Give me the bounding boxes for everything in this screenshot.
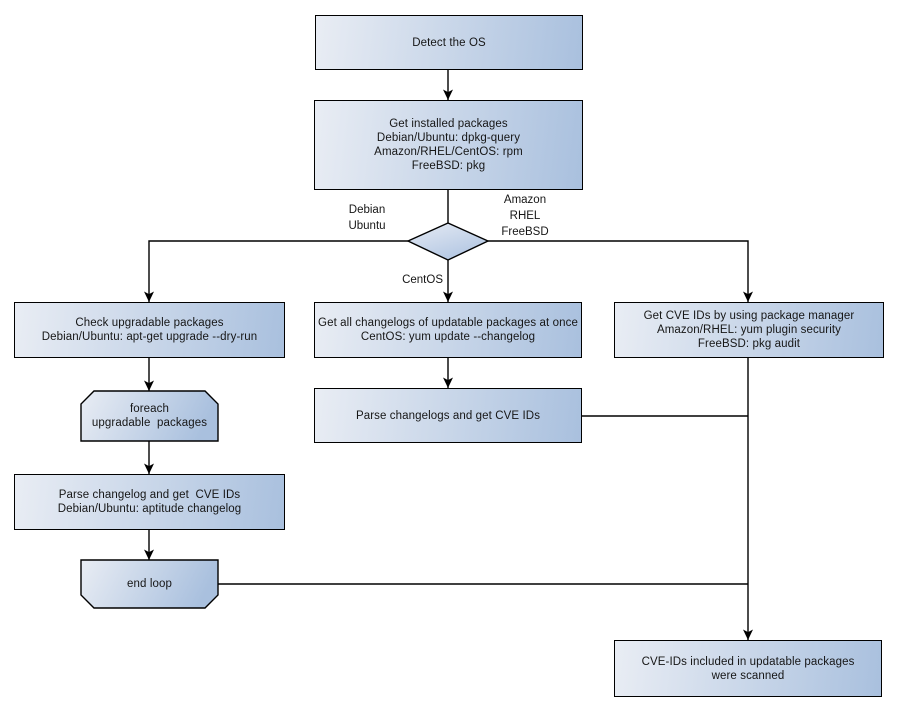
node-check-upgradable-packages-label: Check upgradable packages Debian/Ubuntu:…	[41, 317, 258, 343]
node-get-all-changelogs-label: Get all changelogs of updatable packages…	[318, 317, 578, 343]
node-foreach-loop-label: foreach upgradable packages	[91, 403, 208, 429]
node-os-decision-diamond	[406, 222, 490, 261]
node-get-installed-packages-label: Get installed packages Debian/Ubuntu: dp…	[374, 118, 523, 172]
node-get-all-changelogs: Get all changelogs of updatable packages…	[314, 302, 582, 358]
edge-decision-to-check-upgradable	[144, 240, 408, 302]
node-end-loop-shape	[80, 559, 219, 609]
node-detect-os-label: Detect the OS	[412, 36, 486, 49]
node-get-cve-ids-package-manager: Get CVE IDs by using package manager Ama…	[614, 302, 884, 358]
node-end-loop: end loop	[81, 560, 218, 608]
node-check-upgradable-packages: Check upgradable packages Debian/Ubuntu:…	[14, 302, 285, 358]
node-end-loop-label: end loop	[127, 578, 172, 590]
edge-decision-to-get-cve-ids	[488, 240, 753, 302]
node-parse-changelog-debian-label: Parse changelog and get CVE IDs Debian/U…	[57, 489, 242, 515]
node-parse-changelogs-centos: Parse changelogs and get CVE IDs	[314, 388, 582, 443]
node-parse-changelogs-centos-label: Parse changelogs and get CVE IDs	[355, 409, 541, 422]
node-foreach-shape	[80, 390, 219, 442]
node-cve-ids-scanned: CVE-IDs included in updatable packages w…	[614, 640, 882, 697]
node-foreach-loop: foreach upgradable packages	[81, 391, 218, 441]
branch-label-amazon-rhel-freebsd: Amazon RHEL FreeBSD	[501, 194, 549, 238]
branch-label-debian-ubuntu: Debian Ubuntu	[348, 204, 386, 232]
node-get-cve-ids-package-manager-label: Get CVE IDs by using package manager Ama…	[643, 310, 855, 350]
node-get-installed-packages: Get installed packages Debian/Ubuntu: dp…	[314, 100, 583, 190]
node-cve-ids-scanned-label: CVE-IDs included in updatable packages w…	[641, 655, 855, 682]
node-detect-os: Detect the OS	[315, 15, 583, 70]
node-parse-changelog-debian: Parse changelog and get CVE IDs Debian/U…	[14, 474, 285, 530]
branch-label-centos: CentOS	[402, 274, 443, 286]
